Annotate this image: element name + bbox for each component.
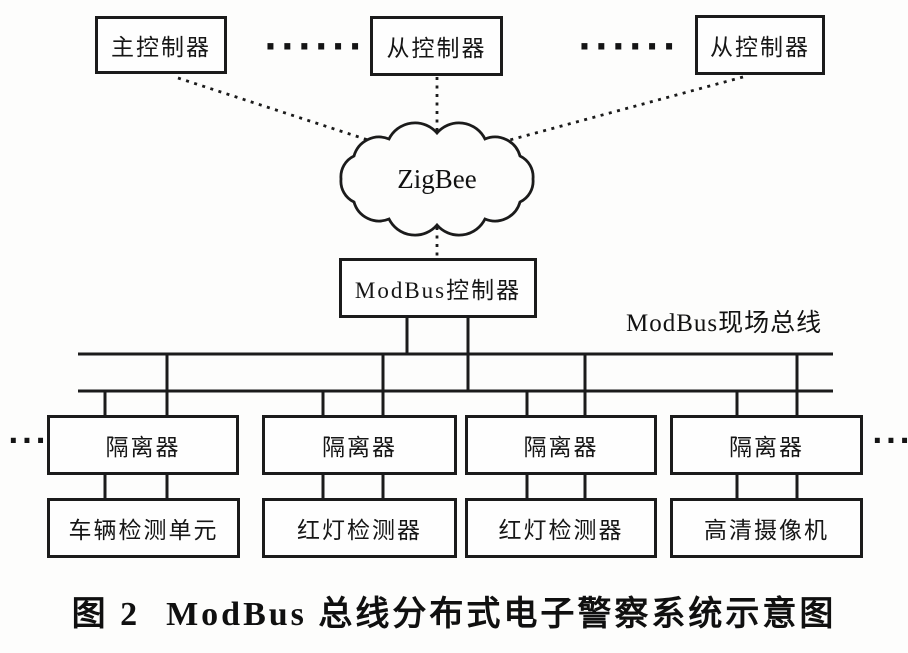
zigbee-cloud-label: ZigBee [397, 163, 477, 194]
col4-isolator: 隔离器 [670, 415, 863, 475]
figure-title: ModBus 总线分布式电子警察系统示意图 [166, 596, 837, 633]
col3-isolator: 隔离器 [465, 415, 657, 475]
node-main-controller: 主控制器 [95, 16, 227, 74]
col1-isolator: 隔离器 [47, 415, 239, 475]
ellipsis-right: ··· [872, 424, 908, 457]
col1-device: 车辆检测单元 [47, 498, 240, 558]
node-slave-controller-2: 从控制器 [695, 15, 825, 75]
figure-caption: 图 2 ModBus 总线分布式电子警察系统示意图 [0, 586, 908, 635]
col4-device: 高清摄像机 [670, 498, 863, 558]
ellipsis-left: ··· [8, 424, 49, 457]
ellipsis-top-gap-1: ······ [264, 27, 366, 67]
col3-device: 红灯检测器 [465, 498, 657, 558]
dashed-link-slave2-to-cloud [505, 75, 744, 143]
zigbee-cloud-shape [339, 121, 535, 237]
ellipsis-top-gap-2: ······ [578, 27, 680, 67]
dashed-link-main-to-cloud [177, 76, 369, 142]
bus-label: ModBus现场总线 [626, 310, 823, 337]
col2-device: 红灯检测器 [262, 498, 457, 558]
col2-isolator: 隔离器 [262, 415, 457, 475]
node-modbus-controller: ModBus控制器 [339, 258, 537, 318]
figure-number: 图 2 [71, 596, 141, 633]
node-slave-controller-1: 从控制器 [370, 16, 503, 76]
